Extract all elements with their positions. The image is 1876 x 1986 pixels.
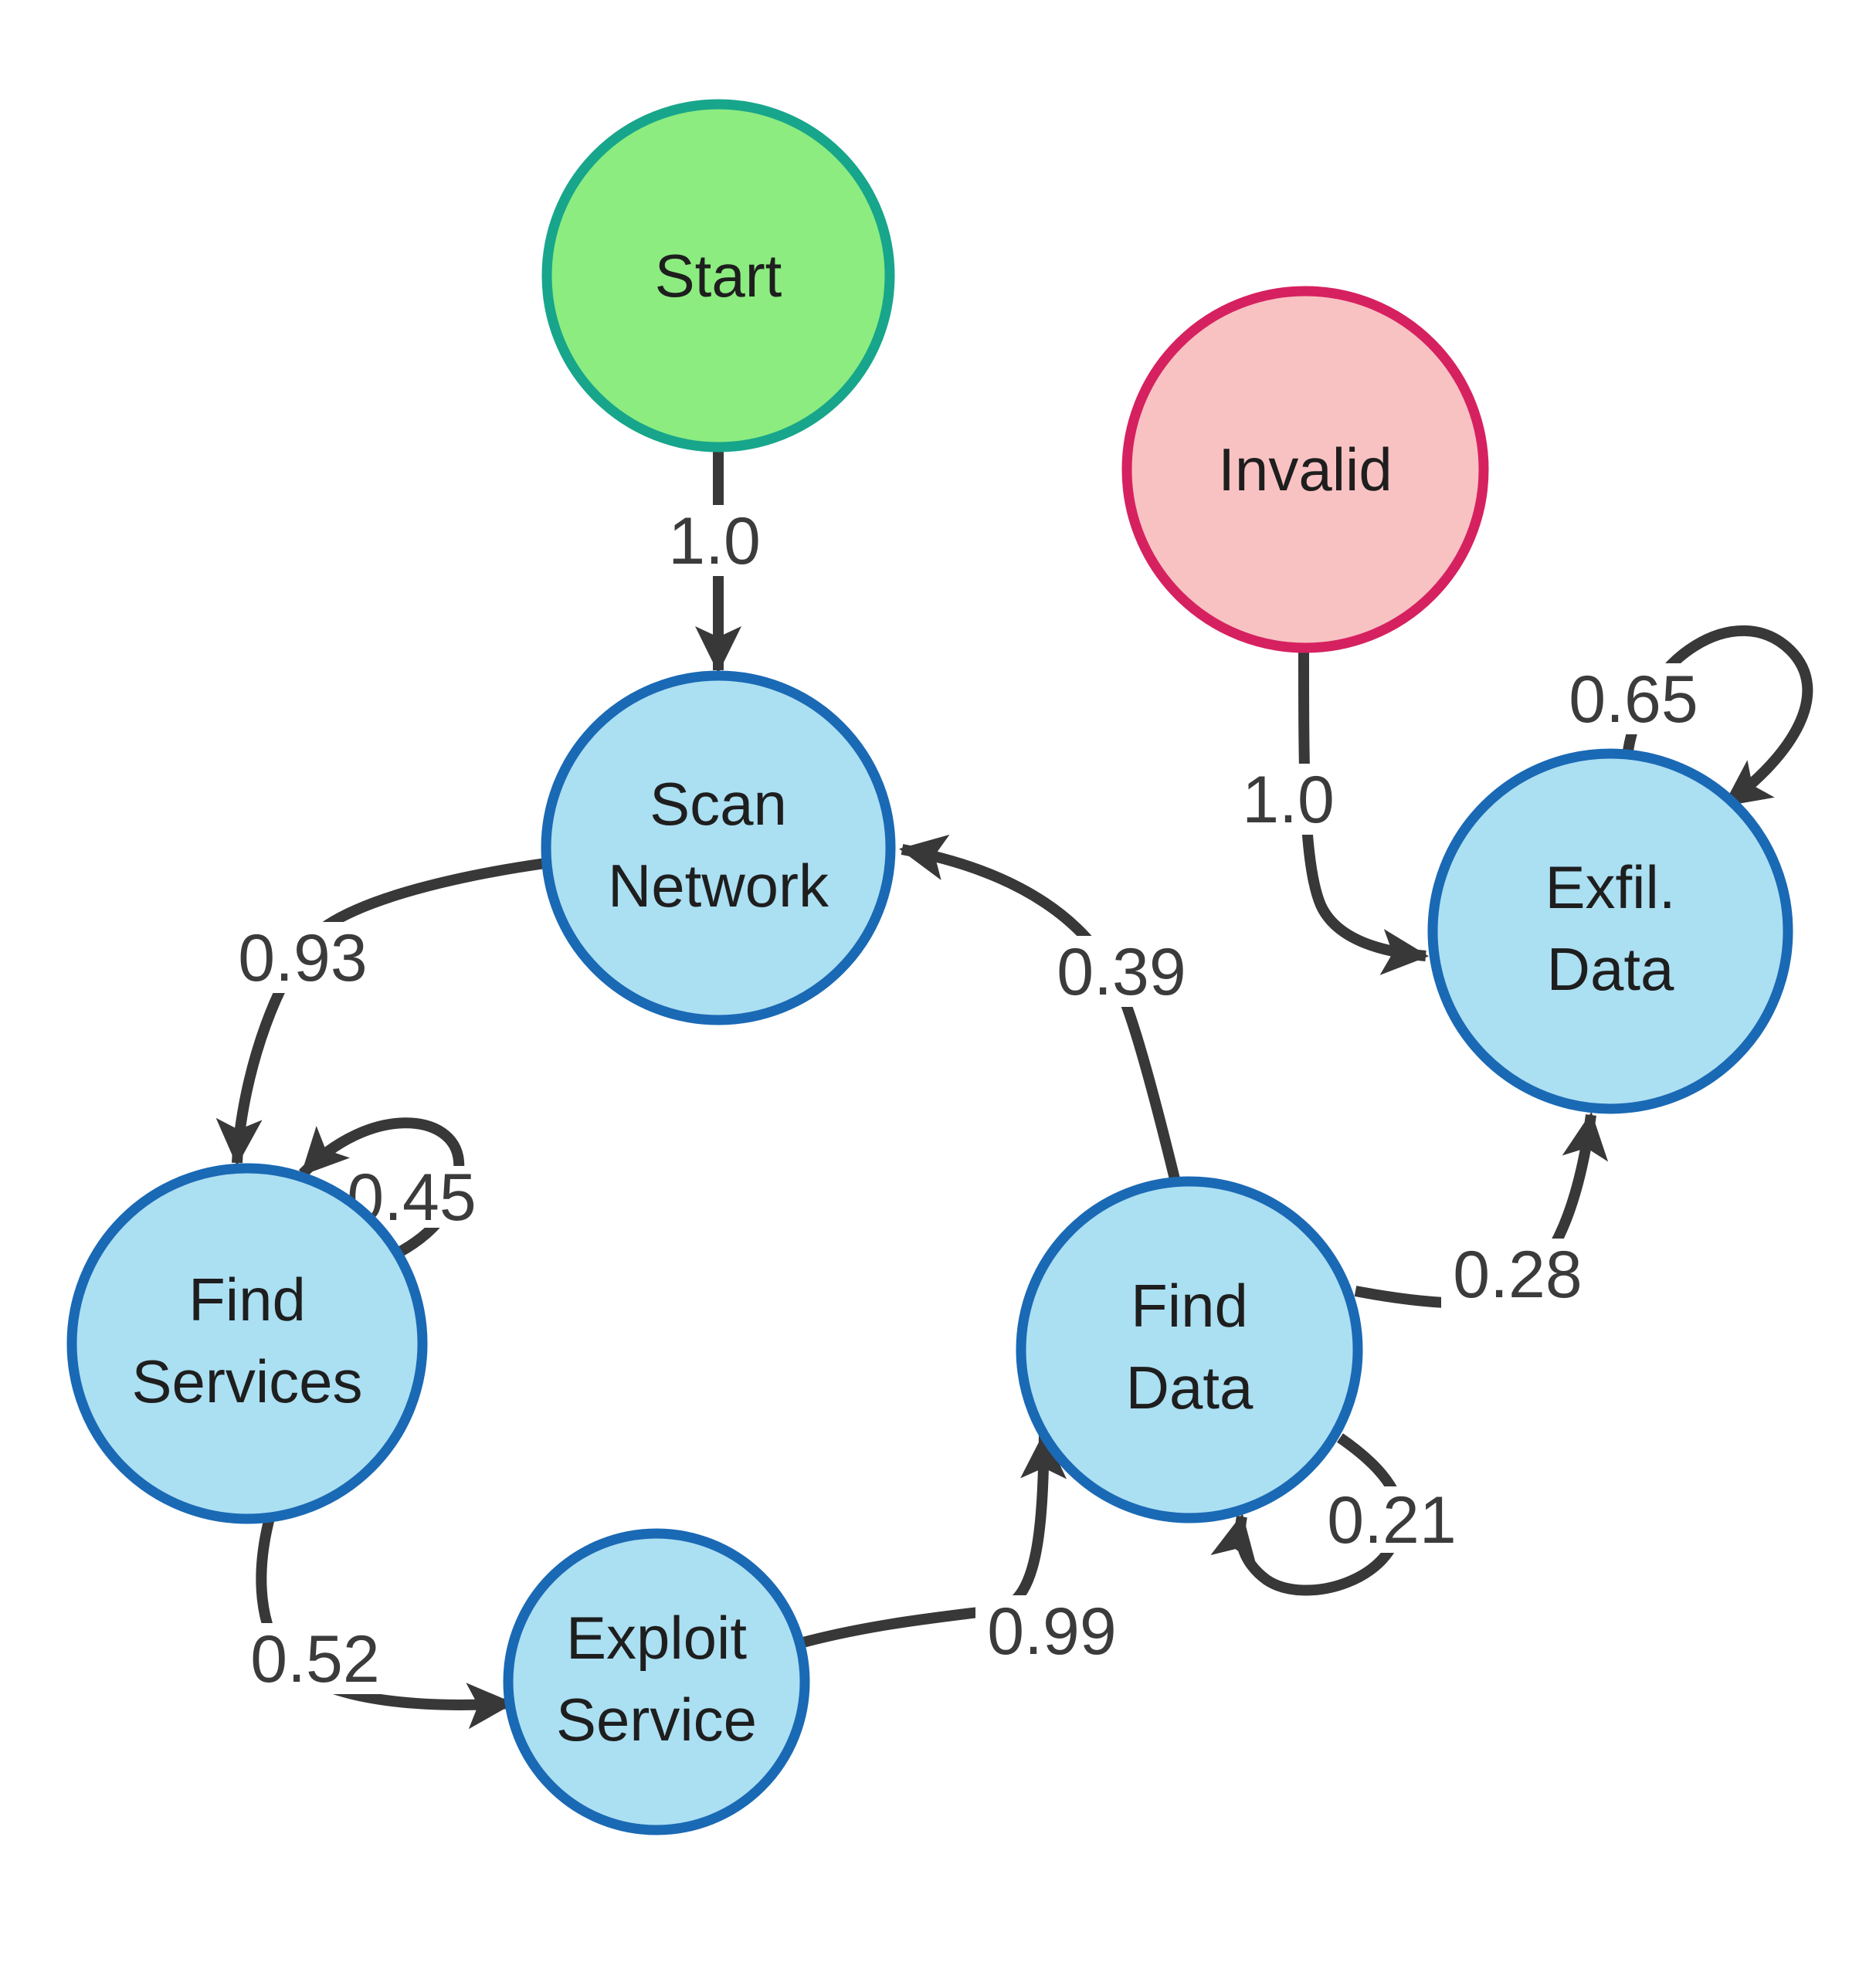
find-data-node-circle: [1016, 1176, 1363, 1523]
edge-probability-label: 0.65: [1569, 663, 1698, 737]
node-label: Start: [655, 242, 782, 310]
edge-probability-label: 0.39: [1057, 935, 1186, 1009]
node-invalid: Invalid: [1121, 286, 1489, 653]
scan-network-node-circle: [541, 670, 896, 1025]
edge-probability-label: 0.21: [1327, 1483, 1456, 1557]
edge-probability-label: 1.0: [668, 504, 761, 578]
edge-label-bg: [1045, 936, 1198, 1007]
node-label: Invalid: [1218, 435, 1392, 503]
exfil-data-node-circle: [1427, 748, 1793, 1114]
node-exfil-data: Exfil. Data: [1427, 748, 1793, 1114]
edge-probability-label: 0.99: [987, 1595, 1116, 1669]
node-label-line1: Exploit: [566, 1604, 747, 1672]
start-node-circle: [541, 99, 895, 452]
node-label-line2: Data: [1126, 1354, 1253, 1422]
edge-label-bg: [1322, 1486, 1461, 1553]
edge-probability-label: 1.0: [1242, 763, 1335, 837]
node-find-services: Find Services: [66, 1163, 428, 1524]
invalid-node-circle: [1121, 286, 1489, 653]
node-find-data: Find Data: [1016, 1176, 1363, 1523]
edge-label-bg: [660, 505, 768, 576]
node-label-line1: Find: [188, 1266, 306, 1334]
edge-invalid-to-exfil-data: [1298, 650, 1429, 975]
node-label-line2: Services: [131, 1347, 362, 1415]
node-label-line1: Find: [1131, 1272, 1248, 1340]
find-services-node-circle: [66, 1163, 428, 1524]
edge-label-bg: [975, 1595, 1128, 1666]
edge-label-bg: [239, 1623, 392, 1694]
node-start: Start: [541, 99, 895, 452]
node-scan-network: Scan Network: [541, 670, 896, 1025]
edge-find-services-self-loop: [298, 1117, 465, 1262]
node-label-line2: Network: [608, 852, 829, 920]
edge-label-bg: [226, 922, 379, 993]
edge-probability-label: 0.28: [1453, 1238, 1582, 1312]
exploit-service-node-circle: [503, 1528, 810, 1835]
edge-labels-layer: 1.0 1.0 0.65 0.93 0.45 0.39 0.52 0.99 0.…: [238, 504, 1698, 1696]
node-label-line2: Data: [1547, 935, 1674, 1003]
node-label-line1: Scan: [650, 770, 787, 838]
node-label-line2: Service: [556, 1686, 757, 1754]
edge-probability-label: 0.52: [250, 1622, 379, 1696]
edge-probability-label: 0.93: [238, 921, 367, 995]
node-exploit-service: Exploit Service: [503, 1528, 810, 1835]
edge-label-bg: [1234, 764, 1342, 835]
edge-label-backgrounds: [226, 505, 1710, 1694]
nodes-layer: Start Invalid Scan Network Exfil. Data F…: [66, 99, 1793, 1835]
edge-label-bg: [1557, 663, 1710, 734]
node-label-line1: Exfil.: [1545, 853, 1675, 921]
edge-label-bg: [1441, 1239, 1594, 1310]
edge-find-data-to-scan-network: [899, 834, 1182, 1187]
edge-find-data-self-loop: [1210, 1433, 1406, 1596]
edge-scan-network-to-find-services: [215, 858, 546, 1166]
